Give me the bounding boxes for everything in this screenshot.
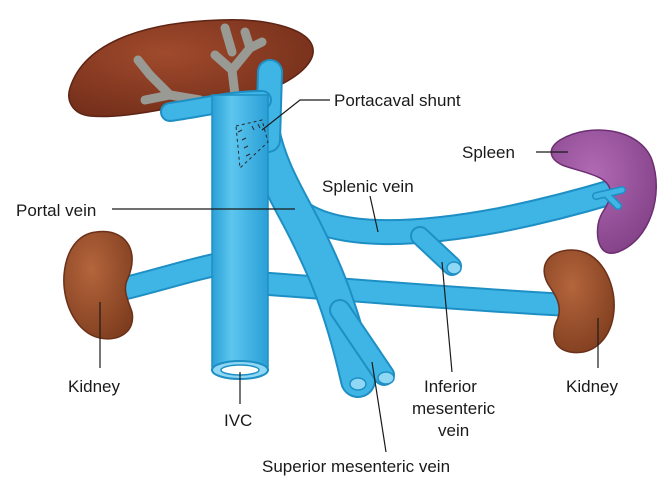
label-spleen: Spleen	[462, 143, 515, 162]
label-kidney-left: Kidney	[68, 377, 120, 396]
label-superior-mesenteric: Superior mesenteric vein	[262, 457, 450, 476]
ivc-tube	[212, 95, 268, 379]
imv-end-cap	[447, 262, 461, 274]
label-splenic-vein: Splenic vein	[322, 177, 414, 196]
veins	[118, 72, 612, 380]
label-ivc: IVC	[224, 411, 252, 430]
label-inferior-mesenteric-2: mesenteric	[412, 399, 496, 418]
leader-inferior-mesenteric	[442, 262, 452, 372]
label-inferior-mesenteric-3: vein	[438, 421, 469, 440]
smv-branch-end-cap	[378, 372, 394, 384]
left-kidney	[64, 232, 133, 339]
smv-end-cap	[350, 378, 366, 390]
label-portacaval-shunt: Portacaval shunt	[334, 91, 461, 110]
label-kidney-right: Kidney	[566, 377, 618, 396]
label-portal-vein: Portal vein	[16, 201, 96, 220]
label-inferior-mesenteric-1: Inferior	[424, 377, 477, 396]
